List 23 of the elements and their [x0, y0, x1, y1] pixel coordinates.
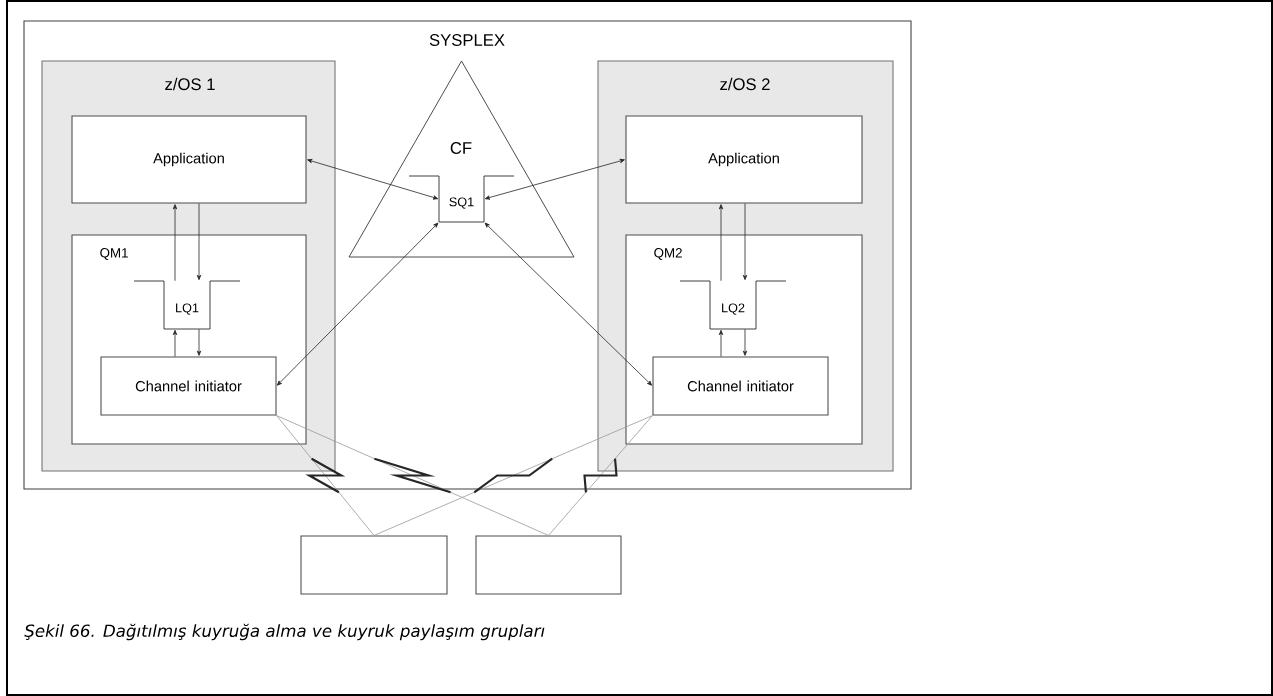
empty-box: [300, 535, 448, 595]
empty-box: [475, 535, 622, 595]
connector: [276, 415, 549, 536]
process-box: Application: [625, 115, 863, 204]
arrow: [742, 203, 748, 281]
arrow: [172, 329, 178, 357]
arrow: [172, 204, 178, 282]
arrow: [718, 329, 724, 357]
arrow: [484, 158, 625, 200]
connector: [373, 415, 653, 536]
arrow: [484, 222, 653, 386]
arrow: [196, 203, 202, 281]
connector: [548, 415, 653, 536]
process-box: Channel initiator: [100, 356, 277, 416]
process-box: Channel initiator: [652, 356, 829, 416]
connector: [276, 415, 375, 536]
arrow: [307, 159, 439, 200]
arrow: [276, 222, 439, 386]
arrow: [742, 328, 748, 356]
process-box: Application: [71, 115, 307, 204]
caption: Şekil 66. Dağıtılmış kuyruğa alma ve kuyruk paylaşım grupları: [24, 623, 545, 641]
arrow: [718, 204, 724, 282]
arrow: [196, 328, 202, 356]
